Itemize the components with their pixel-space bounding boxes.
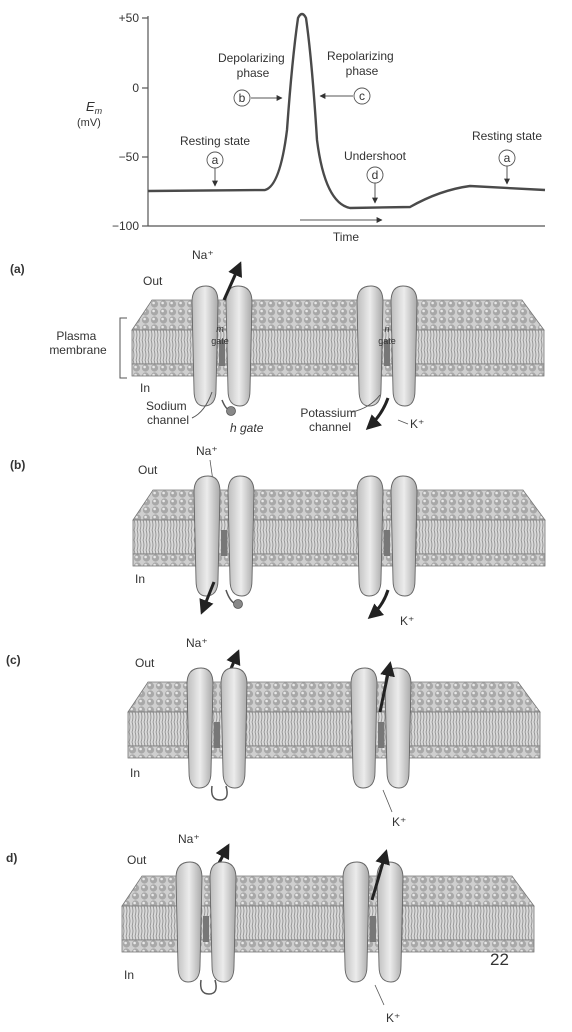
panel-a-na-ion: Na⁺ (192, 248, 214, 262)
h-gate-ball (226, 406, 236, 416)
panel-c-na-ion: Na⁺ (186, 636, 208, 650)
panel-a-k-ion: K⁺ (410, 417, 424, 431)
panel-c-h-gate (210, 785, 228, 801)
y-axis-unit: (mV) (77, 117, 101, 129)
label-undershoot: Undershoot (344, 149, 407, 163)
panel-b: (b) Na⁺ Out In K⁺ (10, 444, 546, 628)
h-gate-label: h gate (230, 421, 264, 435)
panel-b-letter: (b) (10, 458, 25, 472)
sodium-channel-label: Sodium channel (146, 399, 190, 427)
m-gate-label: m (216, 324, 224, 334)
marker-d-letter: d (372, 168, 379, 182)
panel-a-letter: (a) (10, 262, 25, 276)
y-tick-minus50: −50 (119, 150, 140, 164)
membrane-potential-graph: +50 0 −50 −100 Em (mV) Resting state a D… (77, 11, 546, 244)
panel-a-in: In (140, 381, 150, 395)
panel-a: (a) Out In Na⁺ m gate n gate Plasma memb… (10, 248, 545, 435)
label-resting-state-right: Resting state (472, 129, 542, 143)
panel-c-in: In (130, 766, 140, 780)
marker-a-left-letter: a (212, 153, 219, 167)
panel-a-out: Out (143, 274, 163, 288)
m-gate-word: gate (211, 336, 229, 346)
panel-d-na-ion: Na⁺ (178, 832, 200, 846)
panel-c: (c) Na⁺ Out In K⁺ (6, 636, 541, 829)
panel-b-na-ion: Na⁺ (196, 444, 218, 458)
action-potential-curve (147, 12, 546, 210)
page-number: 22 (490, 950, 509, 969)
panel-b-in: In (135, 572, 145, 586)
panel-c-letter: (c) (6, 653, 21, 667)
marker-b (233, 89, 251, 107)
panel-d-out: Out (127, 853, 147, 867)
marker-c-letter: c (359, 89, 365, 103)
label-repolarizing: Repolarizing phase (327, 49, 397, 78)
y-tick-plus50: +50 (119, 11, 140, 25)
y-tick-minus100: −100 (112, 219, 139, 233)
panel-d-in: In (124, 968, 134, 982)
panel-c-out: Out (135, 656, 155, 670)
n-gate-word: gate (378, 336, 396, 346)
n-gate-label: n (384, 324, 389, 334)
y-axis-label: Em (86, 99, 103, 116)
panel-b-out: Out (138, 463, 158, 477)
x-axis-label: Time (333, 230, 360, 244)
panel-c-k-ion: K⁺ (392, 815, 406, 829)
panel-d: d) Na⁺ Out In K⁺ (6, 832, 535, 1025)
label-resting-state-left: Resting state (180, 134, 250, 148)
label-depolarizing: Depolarizing phase (218, 51, 288, 80)
marker-c (353, 87, 371, 105)
plasma-membrane-label: Plasma membrane (49, 329, 107, 357)
panel-d-k-ion: K⁺ (386, 1011, 400, 1025)
potassium-channel-label: Potassium channel (300, 406, 359, 434)
panel-d-h-gate (199, 979, 217, 995)
y-tick-0: 0 (132, 81, 139, 95)
marker-b-letter: b (239, 91, 246, 105)
panel-b-k-ion: K⁺ (400, 614, 414, 628)
marker-a-right-letter: a (504, 151, 511, 165)
panel-d-letter: d) (6, 851, 17, 865)
panel-b-h-gate (233, 599, 243, 609)
